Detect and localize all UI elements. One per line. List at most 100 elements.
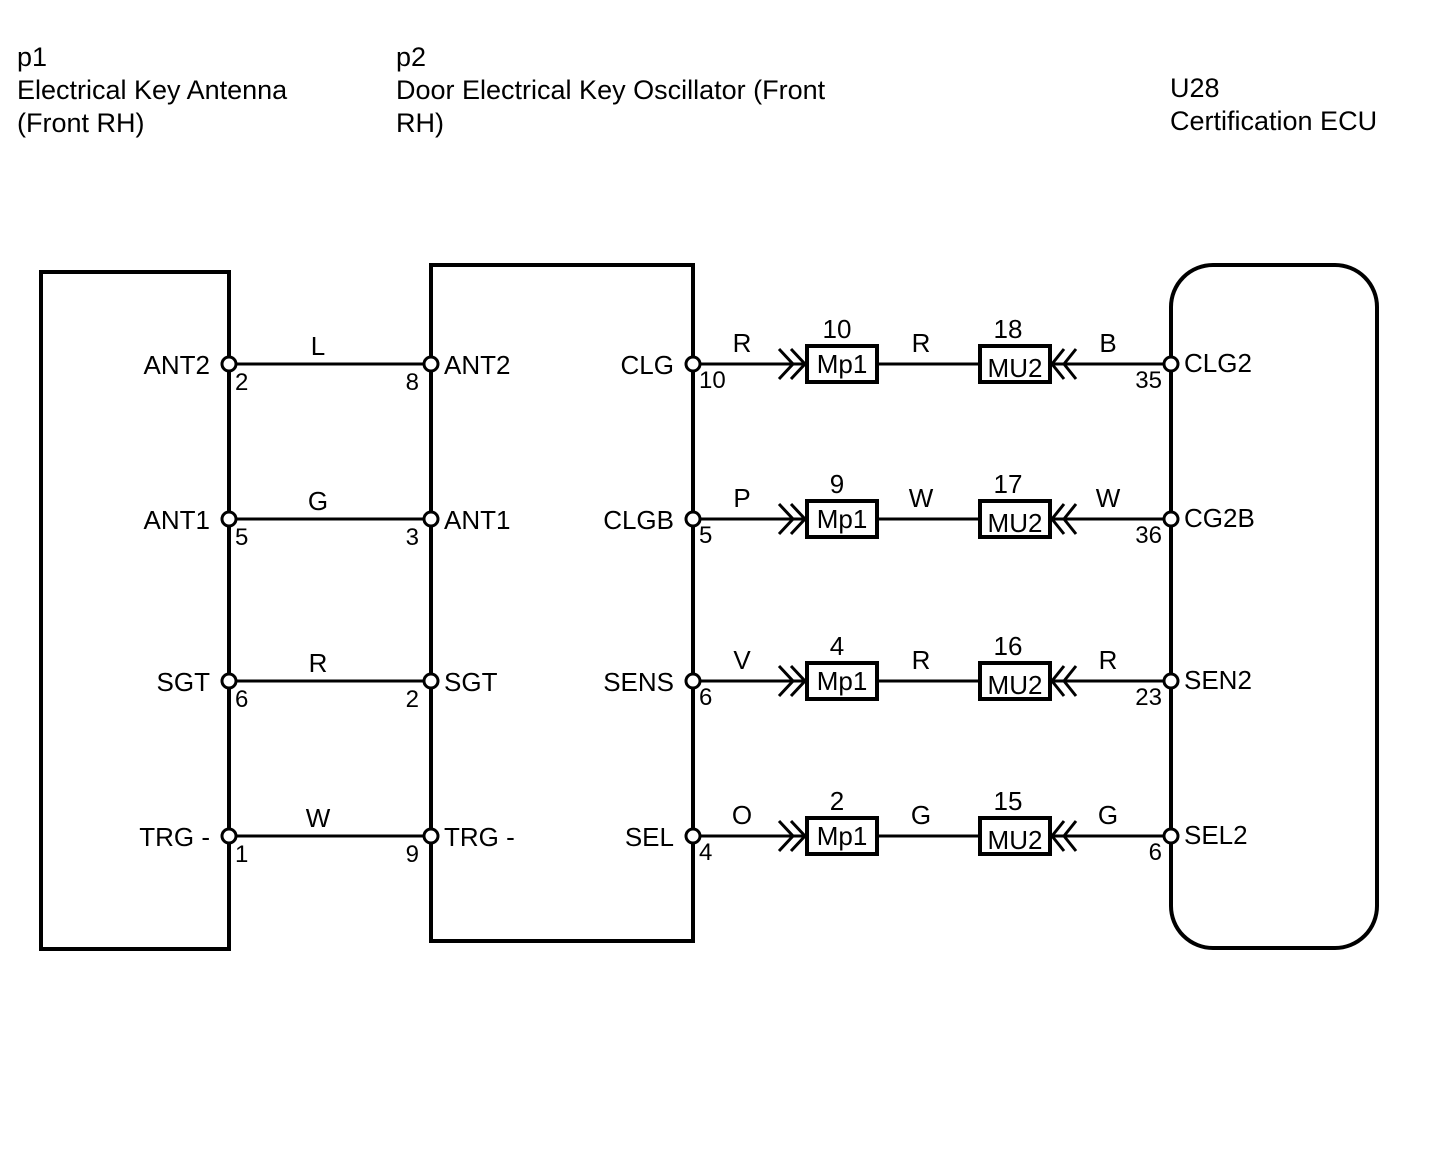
connector-mp1-box xyxy=(805,499,879,539)
p2-terminal xyxy=(684,672,702,690)
wire-color-label: R xyxy=(912,645,931,675)
p2-signal-label: SGT xyxy=(444,667,498,697)
connector-mp1-pin: 10 xyxy=(823,314,852,344)
p2-terminal xyxy=(422,672,440,690)
connector-mp1-label: Mp1 xyxy=(817,821,868,851)
u28-ecu-box xyxy=(1169,263,1379,950)
p2-signal-label: ANT1 xyxy=(444,505,510,535)
connector-mp1-pin: 9 xyxy=(830,469,844,499)
p1-pin-number: 6 xyxy=(235,686,248,713)
p2-terminal xyxy=(422,510,440,528)
ecu-terminal xyxy=(1162,672,1180,690)
u28-name-line1: Certification ECU xyxy=(1170,106,1377,136)
p1-name-line2: (Front RH) xyxy=(17,108,145,138)
connector-mu2-box xyxy=(978,499,1052,539)
p2-signal-label: SEL xyxy=(625,822,674,852)
connector-mp1-box xyxy=(805,661,879,701)
connector-mp1-pin: 4 xyxy=(830,631,844,661)
connector-mu2-label: MU2 xyxy=(988,825,1043,855)
ecu-terminal xyxy=(1162,510,1180,528)
ecu-signal-label: SEN2 xyxy=(1184,665,1252,695)
connector-mu2-label: MU2 xyxy=(988,508,1043,538)
p1-antenna-box xyxy=(39,270,231,951)
p2-oscillator-box xyxy=(429,263,695,943)
p2-name-line2: RH) xyxy=(396,108,444,138)
p1-terminal xyxy=(220,355,238,373)
p2-pin-number: 6 xyxy=(699,684,712,711)
wire-color-label: V xyxy=(733,645,751,675)
p1-pin-number: 5 xyxy=(235,524,248,551)
p1-signal-label: TRG - xyxy=(139,822,210,852)
p2-signal-label: CLGB xyxy=(603,505,674,535)
connector-mu2-box xyxy=(978,816,1052,856)
p1-signal-label: ANT2 xyxy=(144,350,210,380)
p1-terminal xyxy=(220,672,238,690)
wire-color-label: L xyxy=(311,331,325,361)
p1-pin-number: 1 xyxy=(235,841,248,868)
p1-pin-number: 2 xyxy=(235,369,248,396)
p1-terminal xyxy=(220,827,238,845)
connector-mp1-box xyxy=(805,344,879,384)
p1-name-line1: Electrical Key Antenna xyxy=(17,75,288,105)
p2-pin-number: 2 xyxy=(406,686,419,713)
connector-mu2-box xyxy=(978,344,1052,384)
p2-pin-number: 4 xyxy=(699,839,712,866)
connector-mu2-label: MU2 xyxy=(988,670,1043,700)
p2-pin-number: 3 xyxy=(406,524,419,551)
p2-terminal xyxy=(684,355,702,373)
ecu-pin-number: 36 xyxy=(1135,522,1162,549)
ecu-pin-number: 6 xyxy=(1149,839,1162,866)
p1-terminal xyxy=(220,510,238,528)
connector-mu2-pin: 16 xyxy=(994,631,1023,661)
p1-signal-label: SGT xyxy=(157,667,211,697)
wire-color-label: B xyxy=(1099,328,1116,358)
ecu-pin-number: 35 xyxy=(1135,367,1162,394)
ecu-terminal xyxy=(1162,827,1180,845)
connector-mu2-pin: 18 xyxy=(994,314,1023,344)
p2-terminal xyxy=(422,827,440,845)
connector-mp1-box xyxy=(805,816,879,856)
p2-terminal xyxy=(422,355,440,373)
p2-pin-number: 8 xyxy=(406,369,419,396)
wire-color-label: G xyxy=(911,800,931,830)
wire-color-label: G xyxy=(308,486,328,516)
p2-pin-number: 10 xyxy=(699,367,726,394)
connector-mu2-pin: 15 xyxy=(994,786,1023,816)
connector-mp1-label: Mp1 xyxy=(817,349,868,379)
connector-mu2-box xyxy=(978,661,1052,701)
p2-signal-label: CLG xyxy=(621,350,674,380)
ecu-terminal xyxy=(1162,355,1180,373)
wire-color-label: O xyxy=(732,800,752,830)
wire-color-label: W xyxy=(909,483,934,513)
ecu-signal-label: SEL2 xyxy=(1184,820,1248,850)
wire-color-label: W xyxy=(306,803,331,833)
ecu-signal-label: CG2B xyxy=(1184,503,1255,533)
wire-color-label: R xyxy=(1099,645,1118,675)
connector-mp1-pin: 2 xyxy=(830,786,844,816)
u28-code: U28 xyxy=(1170,73,1220,103)
wire-color-label: G xyxy=(1098,800,1118,830)
wire-color-label: R xyxy=(733,328,752,358)
p2-pin-number: 9 xyxy=(406,841,419,868)
ecu-pin-number: 23 xyxy=(1135,684,1162,711)
p2-signal-label: TRG - xyxy=(444,822,515,852)
connector-mp1-label: Mp1 xyxy=(817,666,868,696)
p2-signal-label: SENS xyxy=(603,667,674,697)
connector-mu2-pin: 17 xyxy=(994,469,1023,499)
connector-mu2-label: MU2 xyxy=(988,353,1043,383)
p2-signal-label: ANT2 xyxy=(444,350,510,380)
wire-color-label: R xyxy=(912,328,931,358)
ecu-signal-label: CLG2 xyxy=(1184,348,1252,378)
p2-code: p2 xyxy=(396,42,426,72)
connector-mp1-label: Mp1 xyxy=(817,504,868,534)
p1-code: p1 xyxy=(17,42,47,72)
p1-signal-label: ANT1 xyxy=(144,505,210,535)
p2-terminal xyxy=(684,510,702,528)
p2-terminal xyxy=(684,827,702,845)
wire-color-label: R xyxy=(309,648,328,678)
p2-name-line1: Door Electrical Key Oscillator (Front xyxy=(396,75,826,105)
p2-pin-number: 5 xyxy=(699,522,712,549)
